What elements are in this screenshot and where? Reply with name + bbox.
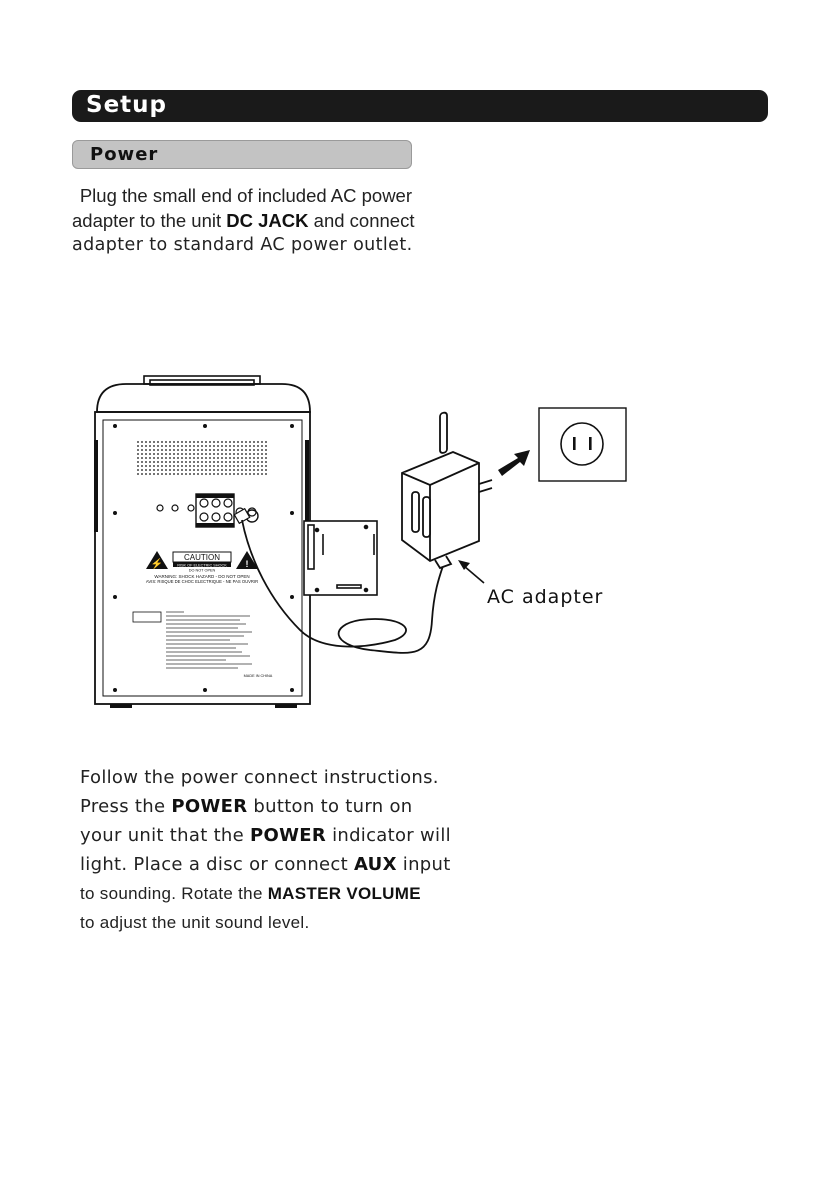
regulatory-fine-print bbox=[132, 611, 252, 669]
speaker-grille bbox=[137, 439, 268, 475]
subsection-title: Power bbox=[90, 144, 159, 165]
unit-screws bbox=[113, 424, 294, 692]
mounting-bracket bbox=[303, 520, 378, 596]
instructions-text: your unit that the bbox=[80, 825, 251, 846]
svg-text:!: ! bbox=[246, 559, 249, 569]
instructions-text: Press the bbox=[80, 796, 172, 817]
subsection-header-bar: Power bbox=[72, 140, 412, 169]
caution-label: ⚡ CAUTION RISK OF ELECTRIC SHOCK DO NOT … bbox=[146, 551, 258, 584]
instructions-line-1: Follow the power connect instructions. bbox=[80, 767, 439, 788]
instructions-text: indicator will bbox=[326, 825, 451, 846]
instructions-line-6: to adjust the unit sound level. bbox=[80, 913, 310, 932]
intro-paragraph: Plug the small end of included AC power … bbox=[72, 183, 415, 258]
made-in-label: MADE IN CHINA bbox=[244, 674, 273, 678]
instructions-line-2: Press the POWER button to turn on bbox=[80, 792, 470, 821]
power-cable bbox=[241, 519, 446, 654]
insert-arrow-icon bbox=[498, 450, 530, 476]
instructions-line-3: your unit that the POWER indicator will bbox=[80, 821, 470, 850]
instructions-line-5: to sounding. Rotate the MASTER VOLUME bbox=[80, 879, 470, 908]
caution-sub1: RISK OF ELECTRIC SHOCK bbox=[177, 564, 227, 568]
intro-text: adapter to the unit bbox=[72, 210, 227, 231]
unit-top-cap bbox=[96, 383, 311, 413]
instructions-paragraph: Follow the power connect instructions. P… bbox=[80, 763, 470, 937]
master-volume-term: MASTER VOLUME bbox=[267, 884, 421, 903]
section-title: Setup bbox=[86, 92, 167, 118]
ac-adapter-label: AC adapter bbox=[487, 586, 604, 608]
power-indicator-term: POWER bbox=[250, 825, 327, 846]
power-term: POWER bbox=[171, 796, 248, 817]
instructions-text: button to turn on bbox=[247, 796, 413, 817]
intro-text: and connect bbox=[308, 210, 415, 231]
instructions-text: input bbox=[396, 854, 451, 875]
intro-line-1: Plug the small end of included AC power bbox=[79, 185, 412, 206]
intro-line-2: adapter to the unit DC JACK and connect bbox=[72, 208, 415, 233]
warning-line-1: WARNING: SHOCK HAZARD - DO NOT OPEN bbox=[154, 574, 249, 579]
dc-jack-term: DC JACK bbox=[226, 210, 309, 231]
intro-line-3: adapter to standard AC power outlet. bbox=[72, 235, 413, 255]
caution-text: CAUTION bbox=[184, 553, 220, 562]
instructions-text: to sounding. Rotate the bbox=[80, 884, 268, 903]
ac-adapter bbox=[401, 411, 493, 570]
wall-outlet bbox=[538, 407, 627, 482]
caution-sub2: DO NOT OPEN bbox=[189, 569, 216, 573]
adapter-pointer-arrow bbox=[458, 560, 485, 584]
instructions-line-4: light. Place a disc or connect AUX input bbox=[80, 850, 470, 879]
section-header-bar: Setup bbox=[72, 90, 768, 122]
svg-text:⚡: ⚡ bbox=[151, 557, 163, 570]
instructions-text: light. Place a disc or connect bbox=[80, 854, 354, 875]
aux-term: AUX bbox=[354, 854, 397, 875]
warning-line-2: AVIS: RISQUE DE CHOC ELECTRIQUE - NE PAS… bbox=[146, 579, 258, 584]
